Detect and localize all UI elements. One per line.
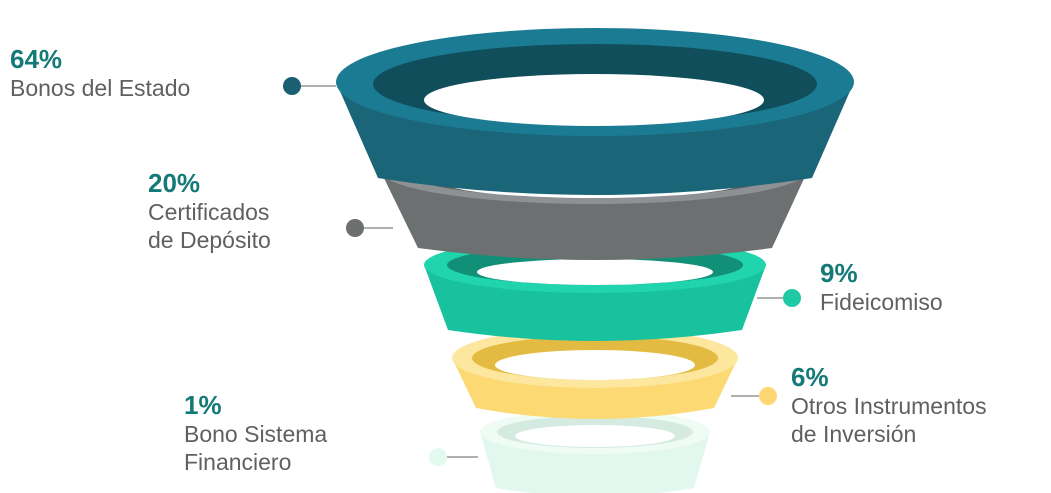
- funnel-layer-otros-instrumentos: [452, 328, 738, 419]
- segment-name-line-1: Bono Sistema: [184, 421, 328, 448]
- segment-name-line-1: Certificados: [148, 199, 270, 226]
- connector-fideicomiso: [757, 289, 801, 307]
- label-fideicomiso: 9% Fideicomiso: [820, 258, 943, 317]
- segment-name: Bonos del Estado: [10, 75, 191, 102]
- percent-value: 9%: [820, 258, 858, 288]
- connector-bono-sistema: [429, 448, 478, 466]
- connector-certificados: [346, 219, 393, 237]
- marker-dot: [783, 289, 801, 307]
- segment-name-line-2: de Depósito: [148, 226, 271, 253]
- segment-name-line-2: Financiero: [184, 448, 292, 475]
- label-certificados: 20% Certificados de Depósito: [148, 168, 271, 254]
- label-otros-instrumentos: 6% Otros Instrumentos de Inversión: [791, 362, 987, 448]
- marker-dot: [759, 387, 777, 405]
- label-bonos-del-estado: 64% Bonos del Estado: [10, 44, 190, 103]
- segment-name: Fideicomiso: [820, 289, 943, 316]
- label-bono-sistema: 1% Bono Sistema Financiero: [184, 390, 327, 476]
- funnel-layer-bono-sistema: [480, 410, 710, 493]
- percent-value: 64%: [10, 44, 63, 74]
- segment-name-line-1: Otros Instrumentos: [791, 393, 987, 420]
- connector-bonos-del-estado: [283, 77, 336, 95]
- marker-dot: [429, 448, 447, 466]
- connector-otros-instrumentos: [731, 387, 777, 405]
- percent-value: 20%: [148, 168, 201, 198]
- funnel-layer-bonos-del-estado: [336, 28, 854, 195]
- percent-value: 6%: [791, 362, 829, 392]
- marker-dot: [283, 77, 301, 95]
- marker-dot: [346, 219, 364, 237]
- percent-value: 1%: [184, 390, 222, 420]
- segment-name-line-2: de Inversión: [791, 420, 917, 447]
